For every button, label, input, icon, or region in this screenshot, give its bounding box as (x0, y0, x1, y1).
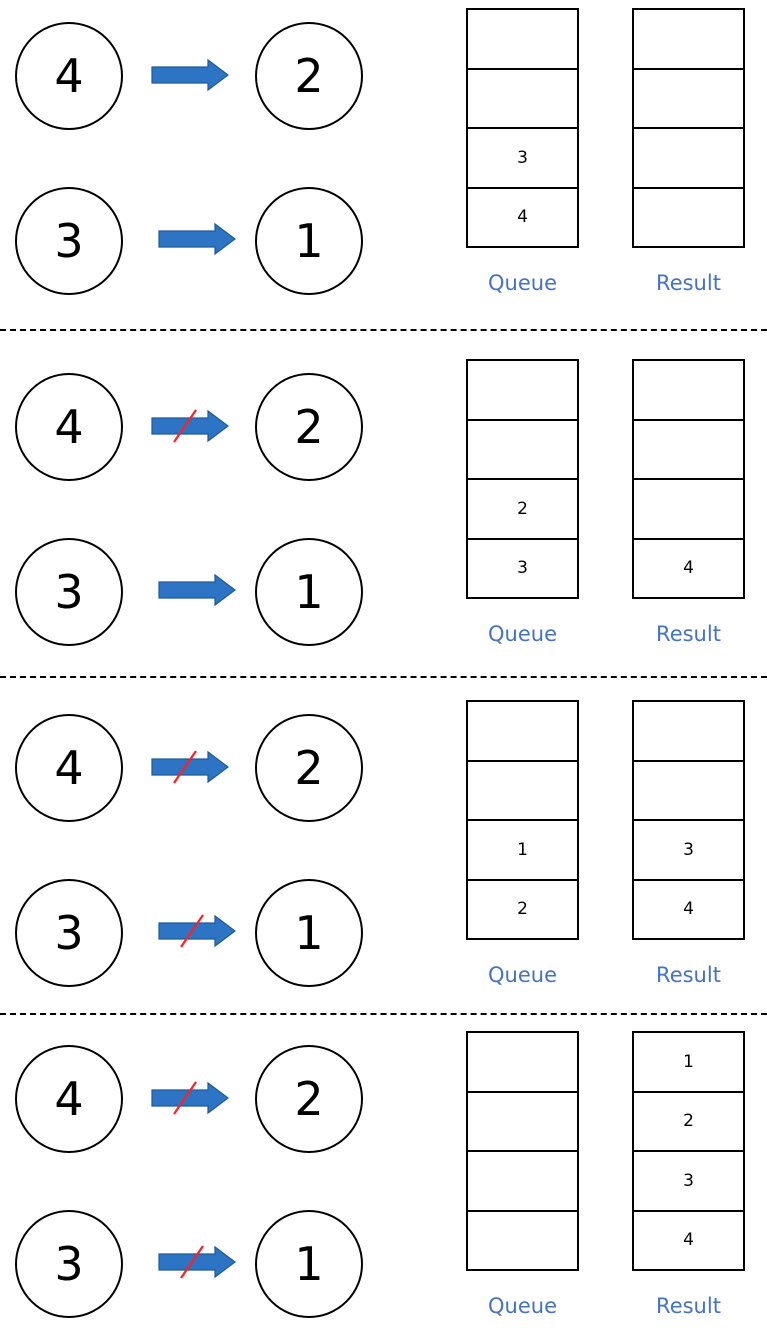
step-separator (0, 676, 767, 678)
arrow-shape (151, 1081, 229, 1115)
stack-cell: 4 (632, 1209, 745, 1271)
stack-cell (466, 759, 579, 821)
queue-label: Queue (488, 271, 557, 295)
stack-cell (466, 8, 579, 70)
arrow-shape (151, 750, 229, 784)
graph-node: 4 (15, 373, 123, 481)
stack-cell (466, 1150, 579, 1212)
stack-cell (466, 359, 579, 421)
stack-cell: 3 (466, 537, 579, 599)
graph-node: 4 (15, 1045, 123, 1153)
stack-cell (466, 1090, 579, 1152)
stack-cell (632, 67, 745, 129)
graph-node: 4 (15, 22, 123, 130)
graph-node: 3 (15, 538, 123, 646)
stack-cell: 3 (466, 127, 579, 189)
arrow-shape (158, 573, 236, 607)
graph-node: 2 (255, 1045, 363, 1153)
stack-cell: 2 (466, 878, 579, 940)
edge-strike-mark (173, 750, 197, 784)
stack-cell: 2 (632, 1090, 745, 1152)
edge-arrow-3-to-1 (158, 1245, 236, 1279)
queue-label: Queue (488, 622, 557, 646)
graph-node: 1 (255, 187, 363, 295)
stack-cell (632, 418, 745, 480)
stack-cell (466, 418, 579, 480)
edge-arrow-4-to-2 (151, 750, 229, 784)
result-label: Result (656, 1294, 721, 1318)
stack-cell (466, 1031, 579, 1093)
stack-cell (632, 359, 745, 421)
result-stack (632, 8, 745, 248)
graph-node: 1 (255, 538, 363, 646)
result-label: Result (656, 963, 721, 987)
result-label: Result (656, 622, 721, 646)
edge-arrow-4-to-2 (151, 409, 229, 443)
stack-cell: 1 (466, 819, 579, 881)
stack-cell (632, 8, 745, 70)
stack-cell: 4 (466, 186, 579, 248)
stack-cell (632, 759, 745, 821)
graph-node: 3 (15, 1210, 123, 1318)
graph-node: 4 (15, 714, 123, 822)
stack-cell (466, 67, 579, 129)
stack-cell: 3 (632, 1150, 745, 1212)
edge-arrow-4-to-2 (151, 58, 229, 92)
stack-cell: 2 (466, 478, 579, 540)
stack-cell (632, 478, 745, 540)
edge-strike-mark (173, 1081, 197, 1115)
stack-cell (632, 700, 745, 762)
stack-cell (466, 1209, 579, 1271)
stack-cell (466, 700, 579, 762)
stack-cell: 4 (632, 537, 745, 599)
edge-arrow-4-to-2 (151, 1081, 229, 1115)
graph-node: 3 (15, 879, 123, 987)
stack-cell: 3 (632, 819, 745, 881)
result-label: Result (656, 271, 721, 295)
edge-arrow-3-to-1 (158, 222, 236, 256)
graph-node: 3 (15, 187, 123, 295)
arrow-shape (151, 409, 229, 443)
stack-cell (632, 186, 745, 248)
edge-strike-mark (173, 409, 197, 443)
edge-strike-mark (180, 1245, 204, 1279)
result-stack: 4 (632, 359, 745, 599)
stack-cell: 4 (632, 878, 745, 940)
step-separator (0, 329, 767, 331)
graph-node: 1 (255, 1210, 363, 1318)
arrow-shape (158, 1245, 236, 1279)
stack-cell: 1 (632, 1031, 745, 1093)
graph-node: 2 (255, 714, 363, 822)
queue-stack (466, 1031, 579, 1271)
step-separator (0, 1013, 767, 1015)
edge-strike-mark (180, 914, 204, 948)
arrow-shape (158, 222, 236, 256)
graph-node: 1 (255, 879, 363, 987)
queue-label: Queue (488, 963, 557, 987)
arrow-shape (158, 914, 236, 948)
edge-arrow-3-to-1 (158, 573, 236, 607)
edge-arrow-3-to-1 (158, 914, 236, 948)
graph-node: 2 (255, 22, 363, 130)
queue-label: Queue (488, 1294, 557, 1318)
arrow-shape (151, 58, 229, 92)
graph-node: 2 (255, 373, 363, 481)
stack-cell (632, 127, 745, 189)
